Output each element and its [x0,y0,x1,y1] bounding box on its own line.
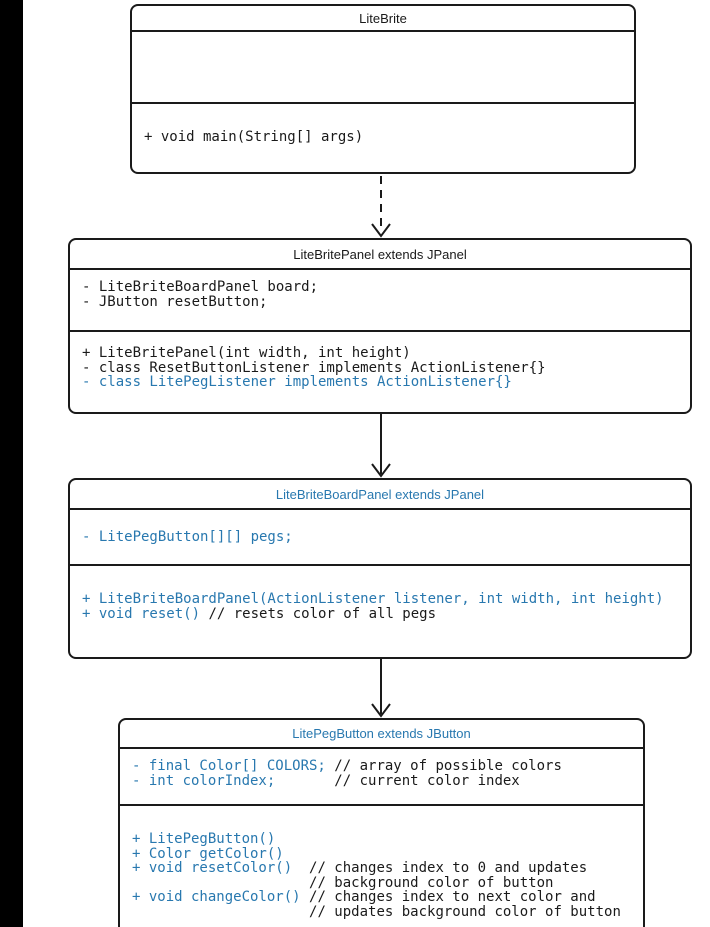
class-title: LiteBriteBoardPanel extends JPanel [70,480,690,510]
field-line: - JButton resetButton; [82,293,690,310]
method-line: + void changeColor() // changes index to… [132,890,643,905]
method-code: + LiteBriteBoardPanel(ActionListener lis… [82,591,664,607]
field-code: - LiteBriteBoardPanel board; [82,279,319,295]
method-code: + Color getColor() [132,845,284,862]
method-line: // background color of button [132,874,643,891]
fields-section: - LiteBriteBoardPanel board; - JButton r… [70,270,690,332]
field-line: - LiteBriteBoardPanel board; [82,280,690,295]
method-line: + void main(String[] args) [144,130,634,145]
method-code [132,904,309,920]
method-line: + void reset() // resets color of all pe… [82,605,690,622]
method-code: + LitePegButton() [132,831,276,847]
field-code: - int colorIndex; [132,772,335,789]
method-line: + LiteBriteBoardPanel(ActionListener lis… [82,592,690,607]
method-line: // updates background color of button [132,905,643,920]
method-code: - class LitePegListener implements Actio… [82,374,512,391]
method-code: + void main(String[] args) [144,129,364,145]
class-title: LiteBrite [132,6,634,32]
method-comment: // changes index to 0 and updates [309,860,588,877]
class-title: LiteBritePanel extends JPanel [70,240,690,270]
method-line: + LitePegButton() [132,832,643,847]
methods-section: + LitePegButton() + Color getColor() + v… [120,806,643,927]
method-line: - class LitePegListener implements Actio… [82,375,690,390]
field-code: - JButton resetButton; [82,293,268,310]
field-comment: // current color index [334,772,520,789]
method-comment: // changes index to next color and [309,889,596,906]
method-code [132,875,309,891]
method-code: + void changeColor() [132,889,310,906]
method-code: + void reset() [82,605,209,622]
method-code: + void resetColor() [132,860,310,877]
methods-section: + void main(String[] args) [132,104,634,172]
dependency-arrow-litebrite-to-litebritepanel [371,176,391,238]
class-title-text: LiteBriteBoardPanel extends JPanel [275,486,485,502]
method-comment: // background color of button [309,874,554,891]
methods-section: + LiteBritePanel(int width, int height) … [70,332,690,412]
class-title-text: LitePegButton extends JButton [292,726,471,741]
method-line: + Color getColor() [132,845,643,862]
field-line: - final Color[] COLORS; // array of poss… [132,759,643,774]
method-comment: // updates background color of button [309,903,621,920]
fields-section: - LitePegButton[][] pegs; [70,510,690,566]
field-line: - int colorIndex; // current color index [132,772,643,789]
method-code: - class ResetButtonListener implements A… [82,359,546,376]
class-title-text: LiteBrite [359,10,407,26]
field-line: - LitePegButton[][] pegs; [82,530,690,545]
left-black-bar [0,0,23,927]
field-comment: // array of possible colors [334,758,562,774]
method-code: + LiteBritePanel(int width, int height) [82,345,411,361]
field-code: - LitePegButton[][] pegs; [82,529,293,545]
method-line: + void resetColor() // changes index to … [132,861,643,876]
field-code: - final Color[] COLORS; [132,758,335,774]
fields-section [132,32,634,104]
class-box-litebritepanel: LiteBritePanel extends JPanel - LiteBrit… [68,238,692,414]
arrow-litebriteboardpanel-to-litepegbutton [371,659,391,718]
class-title-text: LiteBritePanel extends JPanel [293,246,467,262]
method-comment: // resets color of all pegs [208,605,437,622]
method-line: - class ResetButtonListener implements A… [82,359,690,376]
methods-section: + LiteBriteBoardPanel(ActionListener lis… [70,566,690,657]
arrow-litebritepanel-to-litebriteboardpanel [371,414,391,478]
fields-section: - final Color[] COLORS; // array of poss… [120,749,643,806]
class-box-litepegbutton: LitePegButton extends JButton - final Co… [118,718,645,927]
class-box-litebrite: LiteBrite + void main(String[] args) [130,4,636,174]
method-line: + LiteBritePanel(int width, int height) [82,346,690,361]
class-title: LitePegButton extends JButton [120,720,643,749]
class-box-litebriteboardpanel: LiteBriteBoardPanel extends JPanel - Lit… [68,478,692,659]
